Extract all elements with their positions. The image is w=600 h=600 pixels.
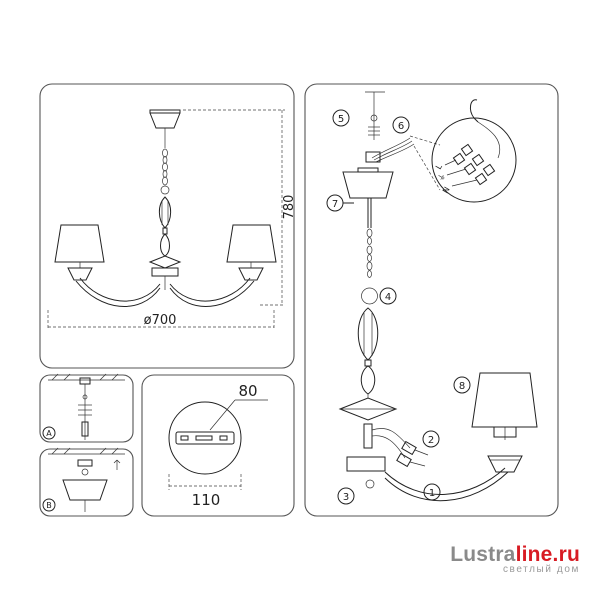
mount-plate-top-label: 80 (238, 382, 257, 400)
right-lampshade (226, 224, 277, 281)
chain (160, 128, 170, 195)
ceiling-inset-a (39, 373, 134, 443)
assembly-panel (304, 83, 559, 517)
step-3-label: 3 (343, 492, 349, 503)
watermark-subtitle: светлый дом (502, 564, 580, 575)
step-4-label: 4 (385, 292, 391, 303)
step-6-label: 6 (398, 121, 404, 132)
step-7-label: 7 (332, 199, 338, 210)
inset-a-label: A (46, 429, 52, 438)
height-dimension-label: 780 (282, 195, 297, 220)
wire-n-label: N (441, 185, 452, 195)
watermark-brand: Lustraline.ru (450, 543, 580, 567)
step-1-label: 1 (429, 488, 435, 499)
left-lampshade (54, 224, 105, 281)
mount-plate-bottom-label: 110 (192, 491, 221, 509)
mount-plate-panel (141, 374, 295, 517)
wire-l-label: L (434, 162, 444, 171)
step-5-label: 5 (338, 114, 344, 125)
step-2-label: 2 (428, 435, 434, 446)
watermark: Lustraline.ru светлый дом (450, 543, 580, 575)
step-markers (326, 109, 471, 505)
watermark-brand-part2: line.ru (515, 543, 580, 566)
watermark-brand-part1: Lustra (450, 543, 516, 566)
diameter-dimension-label: ø700 (144, 313, 177, 328)
assembly-lampshade (471, 372, 538, 473)
wire-earth-label: ⏚ (436, 172, 448, 183)
inset-b-label: B (46, 501, 52, 510)
ceiling-inset-b (39, 447, 134, 517)
main-drawing-panel (39, 83, 295, 369)
wiring-zoom-inset (431, 99, 517, 203)
glass-column (148, 196, 182, 290)
step-8-label: 8 (459, 381, 465, 392)
